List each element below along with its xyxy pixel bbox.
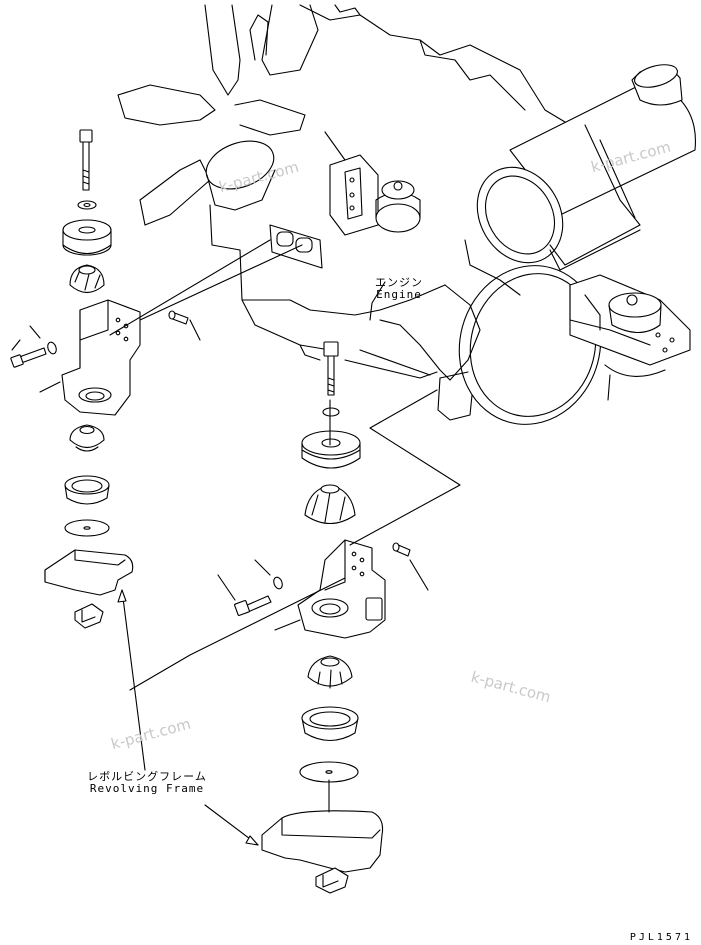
- engine-label-en: Engine: [376, 288, 422, 301]
- revolving-frame-label: レボルビングフレーム Revolving Frame: [72, 771, 222, 795]
- drawing-code: PJL1571: [629, 932, 693, 943]
- engine-label-jp: エンジン: [375, 276, 423, 289]
- left-mount-stack: [10, 129, 201, 629]
- revolving-frame-label-jp: レボルビングフレーム: [87, 770, 207, 783]
- assembly-guide-lines: [109, 239, 461, 846]
- revolving-frame-label-en: Revolving Frame: [89, 782, 205, 795]
- engine-label: エンジン Engine: [360, 277, 438, 301]
- engine-block: [117, 4, 696, 425]
- center-mount-stack: [217, 341, 429, 894]
